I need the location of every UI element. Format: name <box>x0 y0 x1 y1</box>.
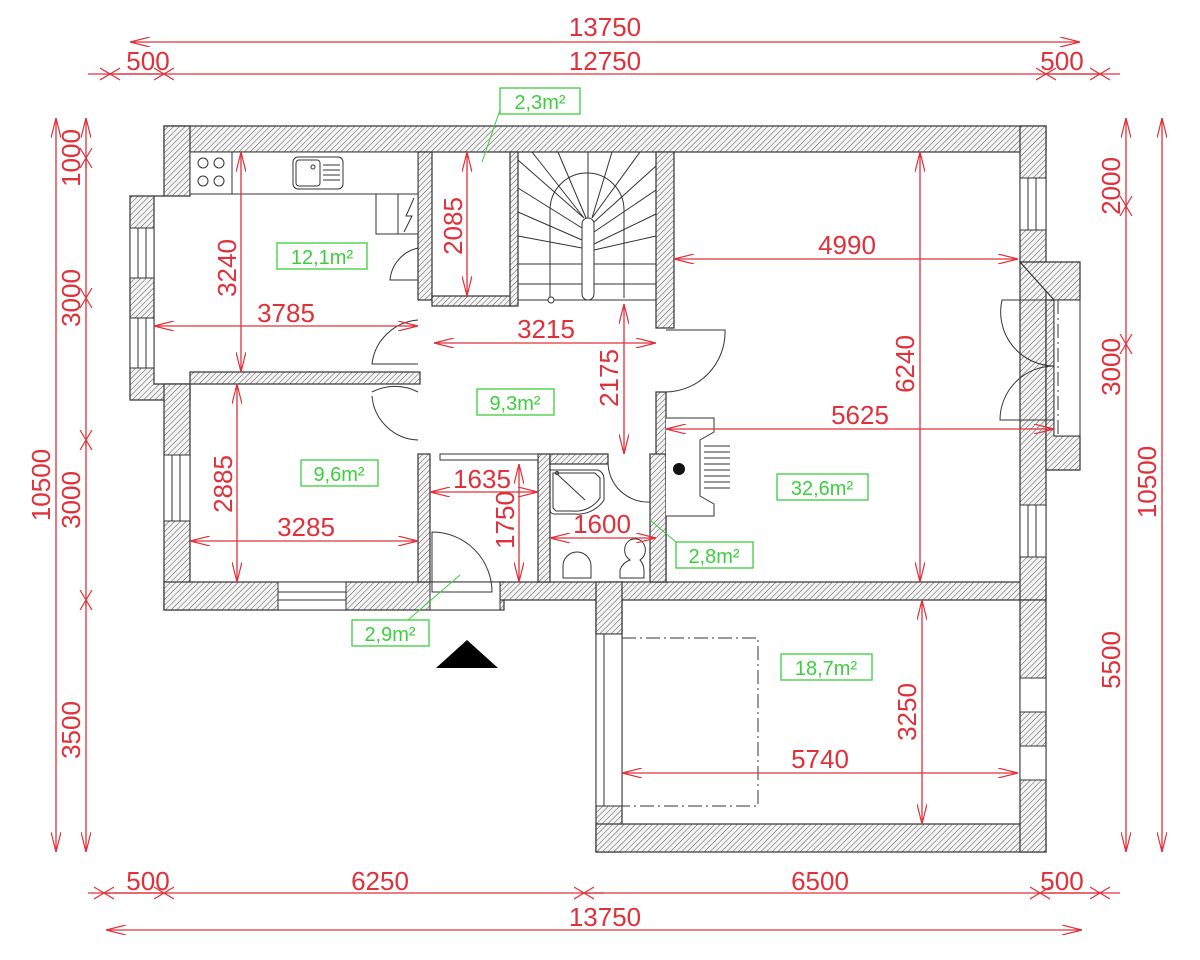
area-labels: 2,3m² 12,1m² 9,3m² 9,6m² 2,9m² 2,8m² 32,… <box>276 87 873 681</box>
staircase <box>517 151 657 304</box>
dim-living-width-upper: 4990 <box>818 230 876 260</box>
area-living-room: 32,6m² <box>791 478 854 500</box>
dim-living-width-lower: 5625 <box>831 400 889 430</box>
dim-left-seg-2: 3000 <box>56 269 86 327</box>
area-bathroom: 2,8m² <box>688 546 739 568</box>
dim-bottom-left: 6250 <box>351 866 409 896</box>
dim-bottom-left-offset: 500 <box>126 866 169 896</box>
doors <box>371 247 1055 593</box>
dim-kitchen-width: 3785 <box>257 298 315 328</box>
dimension-lines <box>56 42 1162 930</box>
windows <box>129 177 1081 807</box>
dim-garage-depth: 3250 <box>892 683 922 741</box>
area-garage: 18,7m² <box>795 658 858 680</box>
dim-pantry-depth: 2085 <box>438 197 468 255</box>
dim-garage-width: 5740 <box>791 744 849 774</box>
dim-top-right-offset: 500 <box>1040 46 1083 76</box>
dim-living-depth: 6240 <box>890 335 920 393</box>
car-outline <box>621 637 759 807</box>
fireplace <box>666 417 730 517</box>
dim-bathroom-width: 1600 <box>573 509 631 539</box>
dim-bedroom-width: 3285 <box>277 512 335 542</box>
dim-bottom-right-offset: 500 <box>1040 866 1083 896</box>
dim-top-left-offset: 500 <box>126 46 169 76</box>
dim-vestibule-width: 1635 <box>453 464 511 494</box>
dim-left-overall: 10500 <box>26 449 56 521</box>
dim-right-seg-1: 2000 <box>1096 157 1126 215</box>
entrance-arrow-icon <box>436 640 498 668</box>
dim-right-seg-2: 3000 <box>1096 338 1126 396</box>
area-pantry: 2,3m² <box>514 92 565 114</box>
dim-kitchen-depth: 3240 <box>212 239 242 297</box>
area-hall: 9,3m² <box>489 393 540 415</box>
area-bedroom: 9,6m² <box>313 464 364 486</box>
area-kitchen: 12,1m² <box>291 247 354 269</box>
kitchen-fixtures <box>189 151 419 235</box>
dim-top-overall: 13750 <box>569 12 641 42</box>
dim-bedroom-depth: 2885 <box>208 455 238 513</box>
dim-top-middle: 12750 <box>569 46 641 76</box>
dimension-labels: 13750 500 12750 500 500 6250 6500 500 13… <box>26 12 1162 932</box>
dim-left-seg-3: 3000 <box>56 471 86 529</box>
area-vestibule: 2,9m² <box>364 624 415 646</box>
dim-hall-width: 3215 <box>517 314 575 344</box>
dim-hall-depth: 2175 <box>594 349 624 407</box>
dim-left-seg-4: 3500 <box>56 701 86 759</box>
dim-right-overall: 10500 <box>1132 446 1162 518</box>
dim-left-seg-1: 1000 <box>56 129 86 187</box>
dim-bottom-right: 6500 <box>791 866 849 896</box>
dim-bottom-overall: 13750 <box>569 902 641 932</box>
dim-right-seg-3: 5500 <box>1096 631 1126 689</box>
dim-vestibule-depth: 1750 <box>490 491 520 549</box>
